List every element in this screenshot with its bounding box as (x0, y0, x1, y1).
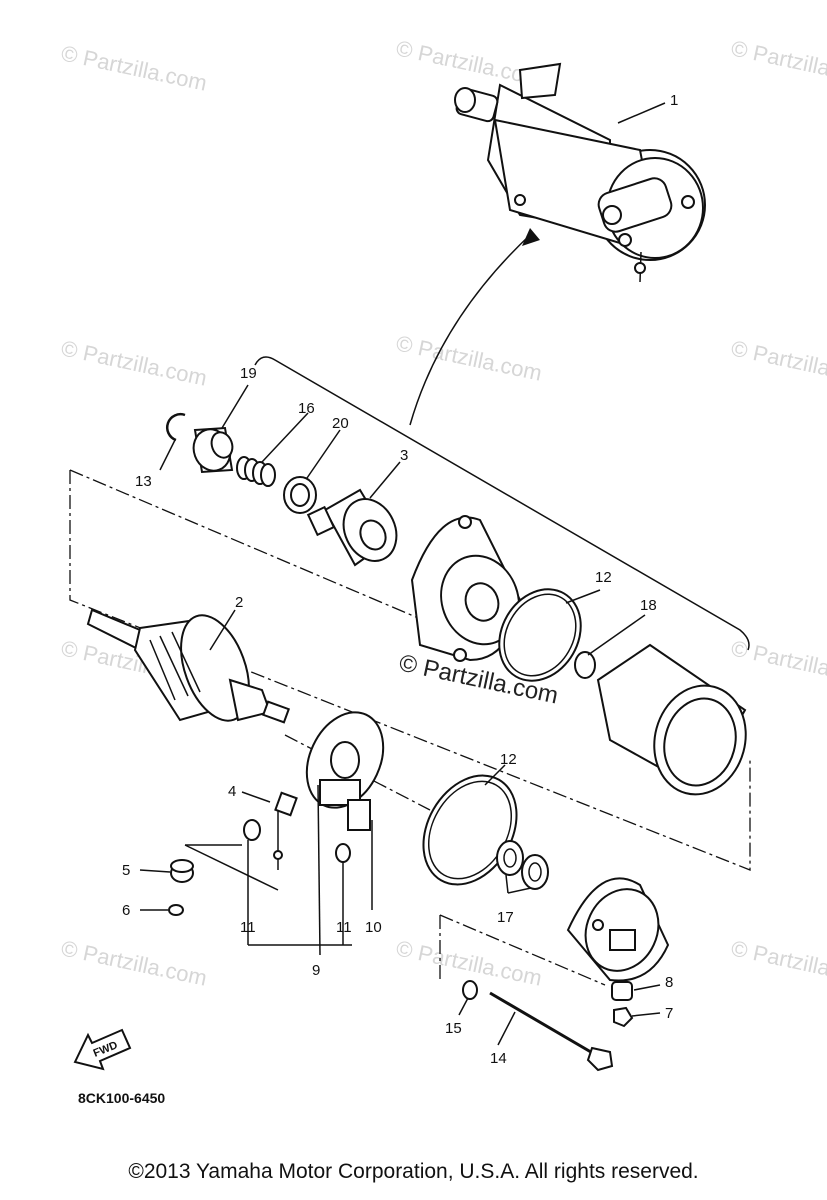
callout-3: 3 (400, 447, 408, 464)
callout-12-bottom: 12 (500, 751, 517, 768)
o-ring (498, 588, 582, 682)
watermark: © Partzilla.com (729, 935, 827, 990)
callout-7: 7 (665, 1005, 673, 1022)
brush-holder-plate (305, 711, 385, 831)
callout-18: 18 (640, 597, 657, 614)
assembly-arrow (409, 234, 531, 426)
diagram-code: 8CK100-6450 (78, 1090, 165, 1106)
clutch-gear (306, 488, 398, 567)
clip (243, 819, 261, 841)
clip (335, 843, 351, 863)
thrust-washer (496, 840, 524, 876)
small-seal (462, 980, 478, 1000)
spring (236, 456, 276, 487)
watermark: © Partzilla.com (59, 935, 209, 990)
starter-motor-assembly (454, 62, 706, 283)
alignment-line (69, 470, 751, 871)
alignment-line (439, 914, 606, 986)
callout-6: 6 (122, 902, 130, 919)
callout-labels: 1 2 3 4 5 6 7 8 9 10 11 11 12 12 13 14 1… (122, 92, 678, 1067)
small-o-ring (574, 651, 596, 679)
thrust-washer-inner (503, 848, 517, 868)
callout-9: 9 (312, 962, 320, 979)
front-cover (410, 515, 522, 662)
callout-13: 13 (135, 473, 152, 490)
circlip (166, 413, 186, 442)
fwd-arrow-icon: FWD (73, 1028, 132, 1071)
callout-11-left: 11 (240, 919, 256, 936)
callout-16: 16 (298, 400, 315, 417)
watermark: © Partzilla.com (729, 335, 827, 390)
rear-cover (566, 877, 670, 982)
o-ring-lower (422, 774, 518, 886)
callout-2: 2 (235, 594, 243, 611)
thrust-washer-inner (528, 862, 542, 882)
callout-5: 5 (122, 862, 130, 879)
callout-15: 15 (445, 1020, 462, 1037)
group-bracket (254, 356, 750, 651)
o-ring-inner (503, 593, 577, 677)
brush (273, 791, 298, 870)
callout-17: 17 (497, 909, 514, 926)
thrust-washer (521, 854, 549, 890)
watermark: © Partzilla.com (59, 40, 209, 95)
callout-8: 8 (665, 974, 673, 991)
alignment-line (69, 469, 471, 641)
yoke (596, 643, 747, 796)
cap (170, 859, 194, 883)
callout-14: 14 (490, 1050, 507, 1067)
watermark: © Partzilla.com (59, 335, 209, 390)
copyright-notice: ©2013 Yamaha Motor Corporation, U.S.A. A… (128, 1160, 699, 1183)
callout-1: 1 (670, 92, 678, 109)
callout-19: 19 (240, 365, 257, 382)
armature (86, 608, 291, 724)
callout-20: 20 (332, 415, 349, 432)
through-bolt (489, 991, 614, 1072)
callout-10: 10 (365, 919, 382, 936)
leader-lines (139, 102, 666, 1046)
bushing (192, 426, 234, 474)
callout-4: 4 (228, 783, 236, 800)
assembly-arrow-head (522, 228, 540, 246)
washer (283, 476, 317, 514)
watermark: © Partzilla.com (394, 330, 544, 385)
callout-12-top: 12 (595, 569, 612, 586)
nut (613, 1006, 634, 1028)
watermark: © Partzilla.com (729, 35, 827, 90)
grommet (611, 981, 633, 1001)
small-washer (168, 904, 184, 916)
callout-11-right: 11 (336, 919, 352, 936)
watermark: © Partzilla.com (729, 635, 827, 690)
